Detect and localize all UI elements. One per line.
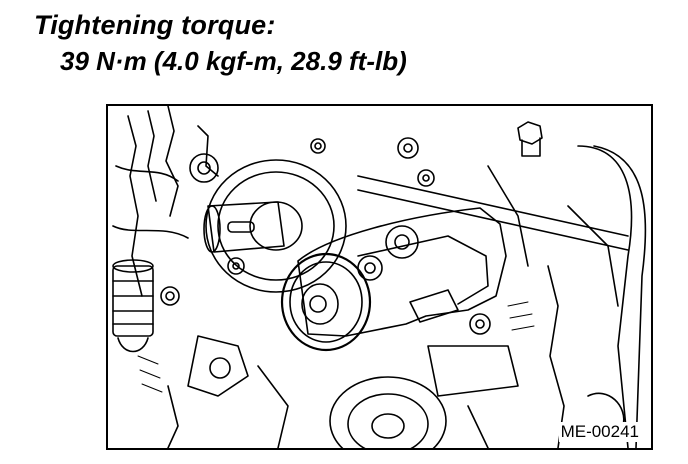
figure-code: ME-00241 [558, 422, 641, 442]
torque-heading: Tightening torque: [34, 10, 276, 40]
torque-value: 39 N·m (4.0 kgf-m, 28.9 ft-lb) [60, 46, 407, 76]
engine-illustration: ME-00241 [106, 104, 653, 450]
engine-line-drawing [112, 106, 647, 448]
